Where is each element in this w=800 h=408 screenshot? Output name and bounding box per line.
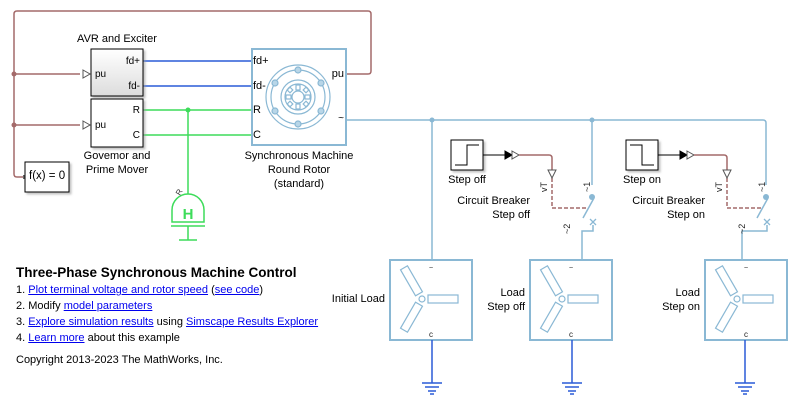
electrical-ground-icon — [735, 382, 755, 395]
breaker-off-label-line2: Step off — [492, 209, 530, 221]
arrow-icon — [679, 150, 689, 160]
ps-converter-icon — [686, 150, 696, 160]
solver-configuration-block[interactable] — [24, 161, 70, 193]
load-top-port-label: ~ — [569, 265, 573, 272]
avr-exciter-block[interactable] — [90, 48, 144, 97]
machine-label-line1: Synchronous Machine — [244, 150, 354, 162]
physical-signal-wires — [13, 10, 372, 178]
junction-dot — [589, 117, 595, 123]
junction-dot — [429, 117, 435, 123]
load-on-label-line1: Load — [675, 287, 700, 299]
machine-c-port-label: C — [253, 129, 261, 141]
hydraulic-port-label: R — [174, 187, 185, 197]
step-up-glyph — [630, 144, 654, 166]
pu-feedback-wire — [13, 10, 372, 178]
breaker-contact-icon — [589, 194, 595, 200]
governor-input-port-label: pu — [95, 120, 107, 131]
machine-label-line3: (standard) — [273, 178, 325, 190]
machine-fdp-port-label: fd+ — [253, 55, 269, 67]
load-off-label-line2: Step off — [487, 301, 525, 313]
junction-dot — [185, 107, 191, 113]
hydraulic-reference-block[interactable] — [171, 193, 205, 241]
avr-block-label: AVR and Exciter — [77, 33, 157, 45]
load-step-on-block[interactable]: ~c — [704, 259, 788, 341]
info-item-2: 2. Modify model parameters — [16, 300, 153, 312]
governor-input-port-icon — [82, 120, 92, 130]
breaker-on-p1-label: ~1 — [757, 182, 767, 192]
electrical-wires — [346, 119, 769, 260]
model-parameters-link[interactable]: model parameters — [63, 300, 153, 312]
step-off-label: Step off — [448, 174, 486, 186]
junction-dot — [11, 122, 17, 128]
copyright-text: Copyright 2013-2023 The MathWorks, Inc. — [16, 354, 223, 366]
step-on-label: Step on — [623, 174, 661, 186]
governor-label-line2: Prime Mover — [85, 164, 149, 176]
avr-fdm-port-label: fd- — [128, 81, 140, 92]
machine-symbol-icon — [265, 64, 331, 130]
vt-port-icon — [722, 169, 732, 180]
results-explorer-link[interactable]: Simscape Results Explorer — [186, 316, 319, 328]
avr-fdp-port-label: fd+ — [125, 56, 140, 67]
model-title: Three-Phase Synchronous Machine Control — [16, 265, 297, 280]
machine-label-line2: Round Rotor — [267, 164, 331, 176]
load-top-port-label: ~ — [744, 265, 748, 272]
load-off-label-line1: Load — [500, 287, 525, 299]
breaker-on-label-line1: Circuit Breaker — [632, 195, 705, 207]
load-bottom-port-label: c — [429, 330, 433, 339]
wye-load-icon — [714, 265, 774, 333]
breaker-open-contact-icon — [589, 218, 597, 226]
governor-block[interactable] — [90, 98, 144, 148]
governor-c-port-label: C — [132, 130, 140, 141]
mechanical-wires — [143, 109, 252, 196]
breaker-off-p1-label: ~1 — [582, 182, 592, 192]
plot-voltage-speed-link[interactable]: Plot terminal voltage and rotor speed — [28, 284, 209, 296]
breaker-off-p2-label: ~2 — [562, 224, 572, 234]
learn-more-link[interactable]: Learn more — [28, 332, 85, 344]
electrical-ground-icon — [422, 382, 442, 395]
breaker-on-p2-label: ~2 — [737, 224, 747, 234]
breaker-on-label-line2: Step on — [667, 209, 705, 221]
load-top-port-label: ~ — [429, 265, 433, 272]
field-wires — [143, 60, 252, 87]
wye-load-icon — [539, 265, 599, 333]
initial-load-block[interactable]: ~c — [389, 259, 473, 341]
breaker-open-contact-icon — [763, 218, 771, 226]
info-panel: Three-Phase Synchronous Machine Control … — [16, 265, 318, 368]
vt-port-icon — [547, 169, 557, 180]
junction-dot — [11, 71, 17, 77]
info-item-4: 4. Learn more about this example — [16, 332, 180, 344]
machine-pu-port-label: pu — [331, 68, 344, 80]
solver-block-label: f(x) = 0 — [29, 170, 66, 182]
info-item-1: 1. Plot terminal voltage and rotor speed… — [16, 284, 264, 296]
arrow-icon — [504, 150, 514, 160]
breaker-off-vt-label: vT — [539, 182, 549, 193]
load-step-off-block[interactable]: ~c — [529, 259, 613, 341]
wye-load-icon — [399, 265, 459, 333]
ground-wires — [431, 340, 746, 383]
step-down-glyph — [455, 144, 479, 166]
machine-r-port-label: R — [253, 104, 261, 116]
explore-results-link[interactable]: Explore simulation results — [28, 316, 154, 328]
breaker-off-label-line1: Circuit Breaker — [457, 195, 530, 207]
info-item-3: 3. Explore simulation results using Sims… — [16, 316, 319, 328]
electrical-ground-icon — [562, 382, 582, 395]
machine-ac-port-label: ~ — [338, 113, 344, 124]
avr-input-port-label: pu — [95, 69, 107, 80]
initial-load-label: Initial Load — [331, 293, 385, 305]
hydraulic-reference-glyph: H — [183, 206, 194, 223]
load-bottom-port-label: c — [744, 330, 748, 339]
see-code-link[interactable]: see code — [214, 284, 260, 296]
ps-converter-icon — [511, 150, 521, 160]
machine-fdm-port-label: fd- — [253, 80, 266, 92]
breaker-on-vt-label: vT — [714, 182, 724, 193]
breaker-contact-icon — [763, 194, 769, 200]
load-bottom-port-label: c — [569, 330, 573, 339]
avr-input-port-icon — [82, 69, 92, 79]
governor-label-line1: Govemor and — [83, 150, 151, 162]
load-on-label-line2: Step on — [662, 301, 700, 313]
governor-r-port-label: R — [132, 105, 140, 116]
